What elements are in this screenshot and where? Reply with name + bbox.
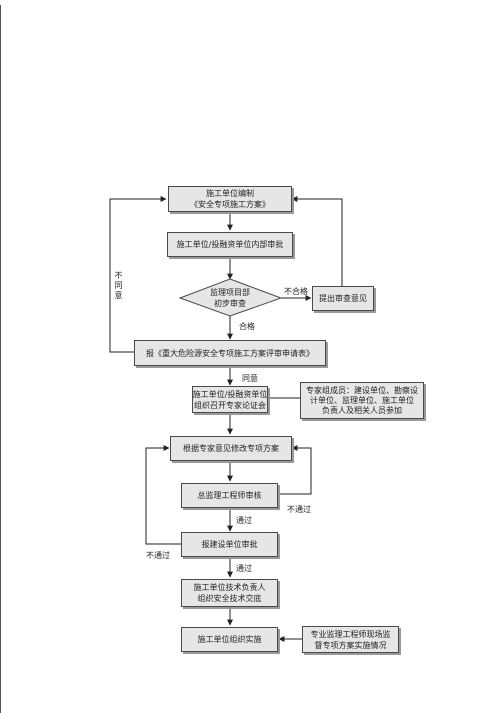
label-not-passed-2: 不通过 <box>146 551 170 560</box>
page-edge-line <box>0 5 1 713</box>
expert-meeting-line1: 施工单位/投融资单位 <box>192 389 268 399</box>
label-disagree-char1: 不 <box>114 271 123 280</box>
label-qualified: 合格 <box>239 322 255 331</box>
label-unqualified: 不合格 <box>284 287 308 296</box>
label-passed-1: 通过 <box>236 516 252 525</box>
site-supervision-note-box: 专业监理工程师现场监 督专项方案实施情况 <box>302 626 399 653</box>
expert-group-note-line3: 负责人及相关人员参加 <box>322 405 402 415</box>
revise-plan-text: 根据专家意见修改专项方案 <box>183 444 279 453</box>
arrow-owner-not-passed <box>145 445 181 545</box>
compile-plan-line2: 《安全专项施工方案》 <box>190 200 270 209</box>
expert-meeting-box: 施工单位/投融资单位 组织召开专家论证会 <box>192 386 268 413</box>
owner-approval-text: 报建设单位审批 <box>201 540 258 549</box>
review-opinion-box: 提出审查意见 <box>312 286 374 311</box>
site-supervision-note-line2: 督专项方案实施情况 <box>314 640 387 650</box>
submit-form-box: 报《重大危险源安全专项施工方案评审申请表》 <box>134 340 326 366</box>
label-passed-2: 通过 <box>236 564 252 573</box>
label-disagree: 不 同 意 <box>114 271 123 301</box>
internal-review-text: 施工单位/投融资单位内部审批 <box>176 240 284 249</box>
chief-engineer-review-box: 总监理工程师审核 <box>181 483 278 508</box>
supervision-review-line1: 监理项目部 <box>210 288 250 297</box>
supervision-review-line2: 初步审查 <box>214 299 246 308</box>
expert-meeting-line2: 组织召开专家论证会 <box>194 400 266 410</box>
expert-group-note-line1: 专家组成员：建设单位、勘察设 <box>306 385 418 395</box>
label-disagree-char2: 同 <box>114 281 123 290</box>
site-supervision-note-line1: 专业监理工程师现场监 <box>310 629 391 639</box>
safety-briefing-line1: 施工单位技术负责人 <box>193 583 266 592</box>
implementation-box: 施工单位组织实施 <box>181 627 278 652</box>
internal-review-box: 施工单位/投融资单位内部审批 <box>167 232 293 257</box>
label-disagree-char3: 意 <box>114 291 123 300</box>
owner-approval-box: 报建设单位审批 <box>181 532 278 557</box>
compile-plan-line1: 施工单位编制 <box>206 189 254 198</box>
compile-plan-box: 施工单位编制 《安全专项施工方案》 <box>168 186 292 212</box>
label-not-passed-1: 不通过 <box>287 505 311 514</box>
expert-group-note-box: 专家组成员：建设单位、勘察设 计单位、监理单位、施工单位 负责人及相关人员参加 <box>300 382 424 419</box>
safety-briefing-line2: 组织安全技术交底 <box>197 594 262 603</box>
chief-engineer-review-text: 总监理工程师审核 <box>197 491 262 500</box>
arrow-disagree-loop <box>109 196 167 353</box>
supervision-review-diamond-text: 监理项目部 初步审查 <box>196 286 264 310</box>
arrow-opinion-to-compile <box>291 196 343 286</box>
decision-diamond <box>178 278 283 317</box>
revise-plan-box: 根据专家意见修改专项方案 <box>170 436 292 461</box>
expert-group-note-line2: 计单位、监理单位、施工单位 <box>310 395 414 405</box>
implementation-text: 施工单位组织实施 <box>197 635 262 644</box>
safety-briefing-box: 施工单位技术负责人 组织安全技术交底 <box>181 579 278 607</box>
submit-form-text: 报《重大危险源安全专项施工方案评审申请表》 <box>146 348 314 358</box>
arrow-chief-not-passed <box>278 445 312 495</box>
review-opinion-text: 提出审查意见 <box>319 294 367 303</box>
label-agree: 同意 <box>242 374 258 383</box>
